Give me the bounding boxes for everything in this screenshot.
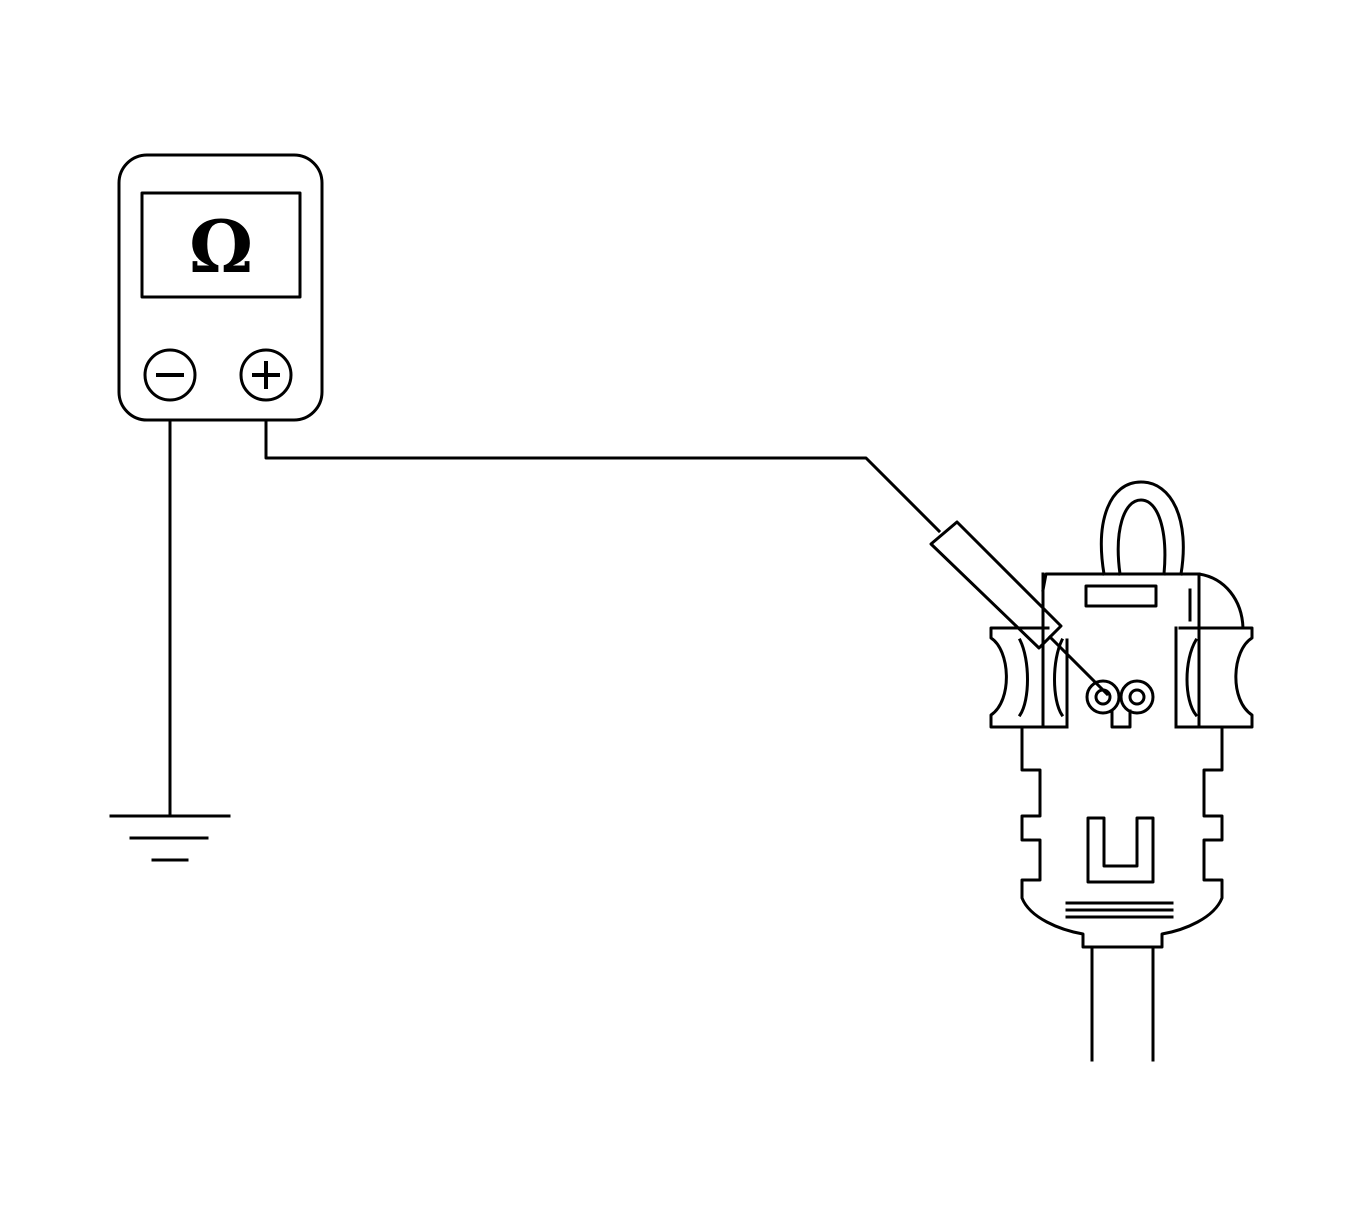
ground-symbol [109,814,231,862]
terminal-b-inner [1128,688,1146,706]
negative-terminal [143,348,197,402]
connector-lower-body [1020,725,1224,949]
ohmmeter-display [140,191,302,299]
ohm-symbol: Ω [189,204,253,289]
ohmmeter: Ω [117,153,324,422]
ohmmeter-body [117,153,324,422]
probe-handle [929,520,1063,650]
connector-left-ear [989,626,1069,729]
connector-right-ear [1174,626,1254,729]
connector-u-insert [1086,816,1155,884]
connector-wire-loop [1099,480,1185,576]
terminal-a-outer [1085,679,1121,715]
positive-terminal [239,348,293,402]
connector-upper-housing [1041,572,1245,630]
terminal-b-outer [1119,679,1155,715]
harness-connector [989,480,1254,1062]
terminal-a-inner [1094,688,1112,706]
test-probe [929,520,1110,697]
connector-latch-slot [1084,584,1158,608]
positive-lead [264,418,942,534]
